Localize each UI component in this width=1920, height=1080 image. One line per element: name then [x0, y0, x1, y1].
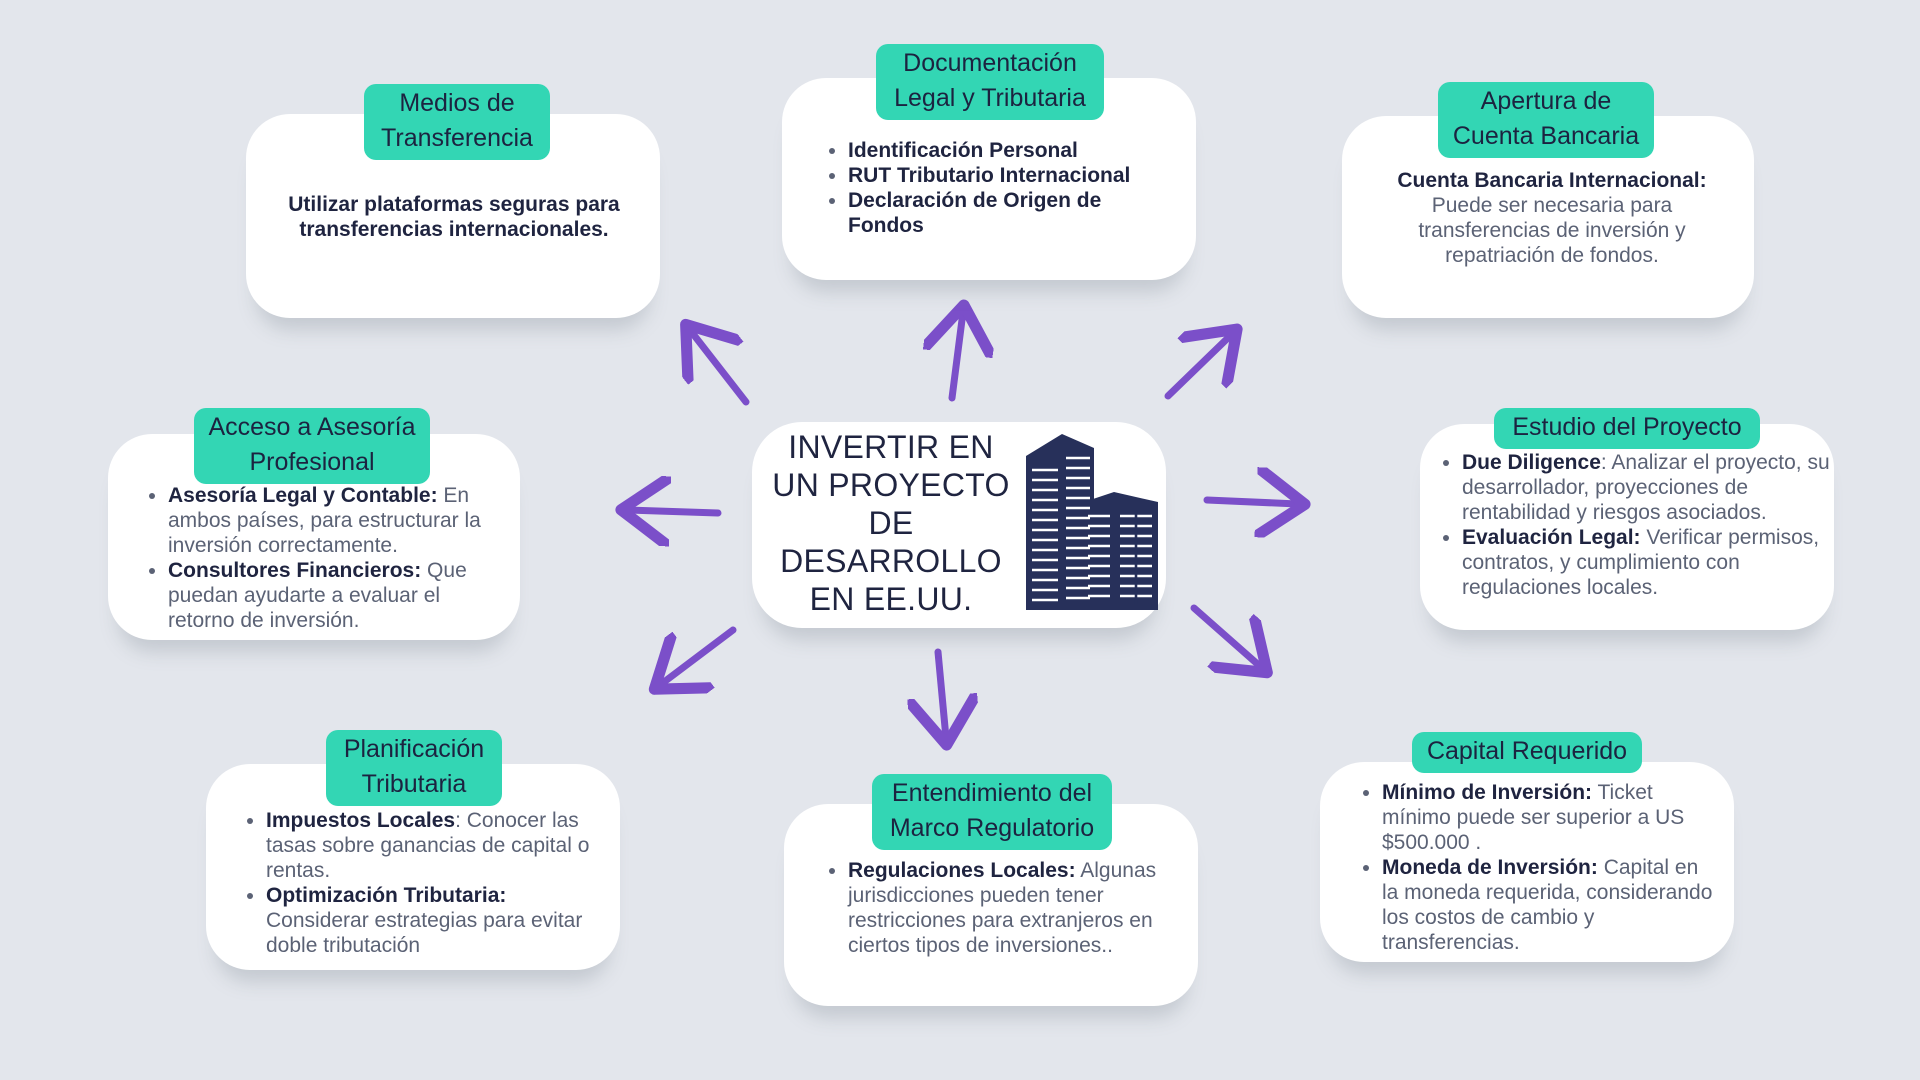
list-item: Optimización Tributaria: Considerar estr… [266, 883, 598, 958]
apertura-tag: Apertura de Cuenta Bancaria [1438, 82, 1654, 158]
entendimiento-tag: Entendimiento del Marco Regulatorio [872, 774, 1112, 850]
list-item: Evaluación Legal: Verificar permisos, co… [1462, 525, 1834, 600]
planificacion-body: Impuestos Locales: Conocer las tasas sob… [242, 808, 598, 958]
arrow-to-estudio [1203, 500, 1298, 504]
center-title: INVERTIR EN UN PROYECTO DE DESARROLLO EN… [766, 428, 1016, 618]
arrow-to-medios [690, 330, 750, 406]
apertura-body: Cuenta Bancaria Internacional: Puede ser… [1362, 168, 1742, 268]
body-line: transferencias de inversión y [1418, 219, 1686, 242]
tag-line: Medios de [399, 89, 515, 117]
tag-line: Transferencia [381, 124, 533, 152]
asesoria-tag: Acceso a Asesoría Profesional [194, 408, 430, 484]
tag-line: Estudio del Proyecto [1512, 413, 1742, 441]
body-line: Puede ser necesaria para [1431, 194, 1673, 217]
medios-tag: Medios de Transferencia [364, 84, 550, 160]
center-title-line: DE [868, 505, 914, 541]
planificacion-tag: Planificación Tributaria [326, 730, 502, 806]
estudio-card [1420, 424, 1834, 630]
arrow-to-apertura [1164, 334, 1232, 400]
center-title-line: EN EE.UU. [809, 581, 973, 617]
body-line: repatriación de fondos. [1445, 244, 1659, 267]
list-item: RUT Tributario Internacional [848, 163, 1174, 188]
center-title-line: UN PROYECTO [772, 467, 1010, 503]
medios-body: Utilizar plataformas seguras para transf… [262, 192, 646, 242]
body-line: transferencias internacionales. [299, 218, 609, 241]
list-item: Consultores Financieros: Que puedan ayud… [168, 558, 504, 633]
body-title: Cuenta Bancaria Internacional: [1397, 169, 1707, 192]
capital-card [1320, 762, 1734, 962]
list-item: Moneda de Inversión: Capital en la moned… [1382, 855, 1718, 955]
arrow-to-entendimiento [938, 648, 946, 738]
arrow-to-asesoria [628, 510, 722, 513]
documentacion-tag: Documentación Legal y Tributaria [876, 44, 1104, 120]
arrow-to-capital [1190, 604, 1262, 668]
list-item: Declaración de Origen de Fondos [848, 188, 1174, 238]
list-item: Mínimo de Inversión: Ticket mínimo puede… [1382, 780, 1718, 855]
asesoria-body: Asesoría Legal y Contable: En ambos país… [144, 483, 504, 633]
list-item: Impuestos Locales: Conocer las tasas sob… [266, 808, 598, 883]
tag-line: Planificación [343, 735, 485, 763]
tag-line: Entendimiento del [891, 779, 1093, 807]
estudio-tag: Estudio del Proyecto [1494, 408, 1760, 449]
list-item: Identificación Personal [848, 138, 1174, 163]
tag-line: Documentación [903, 49, 1077, 77]
tag-line: Cuenta Bancaria [1452, 122, 1640, 150]
tag-line: Profesional [249, 448, 375, 476]
capital-tag: Capital Requerido [1412, 732, 1642, 773]
list-item: Asesoría Legal y Contable: En ambos país… [168, 483, 504, 558]
buildings-icon [1026, 434, 1158, 610]
arrow-to-documentacion [952, 312, 963, 402]
center-title-line: INVERTIR EN [788, 429, 994, 465]
tag-line: Marco Regulatorio [889, 814, 1095, 842]
documentacion-body: Identificación Personal RUT Tributario I… [824, 138, 1174, 238]
estudio-body: Due Diligence: Analizar el proyecto, su … [1438, 450, 1834, 600]
center-title-line: DESARROLLO [780, 543, 1002, 579]
tag-line: Tributaria [361, 770, 467, 798]
list-item: Due Diligence: Analizar el proyecto, su … [1462, 450, 1834, 525]
capital-body: Mínimo de Inversión: Ticket mínimo puede… [1358, 780, 1718, 955]
tag-line: Apertura de [1480, 87, 1612, 115]
arrow-to-planificacion [660, 626, 737, 685]
tag-line: Acceso a Asesoría [208, 413, 416, 441]
body-line: Utilizar plataformas seguras para [288, 193, 620, 216]
entendimiento-body: Regulaciones Locales: Algunas jurisdicci… [824, 858, 1176, 958]
tag-line: Legal y Tributaria [894, 84, 1086, 112]
tag-line: Capital Requerido [1426, 737, 1628, 765]
list-item: Regulaciones Locales: Algunas jurisdicci… [848, 858, 1176, 958]
